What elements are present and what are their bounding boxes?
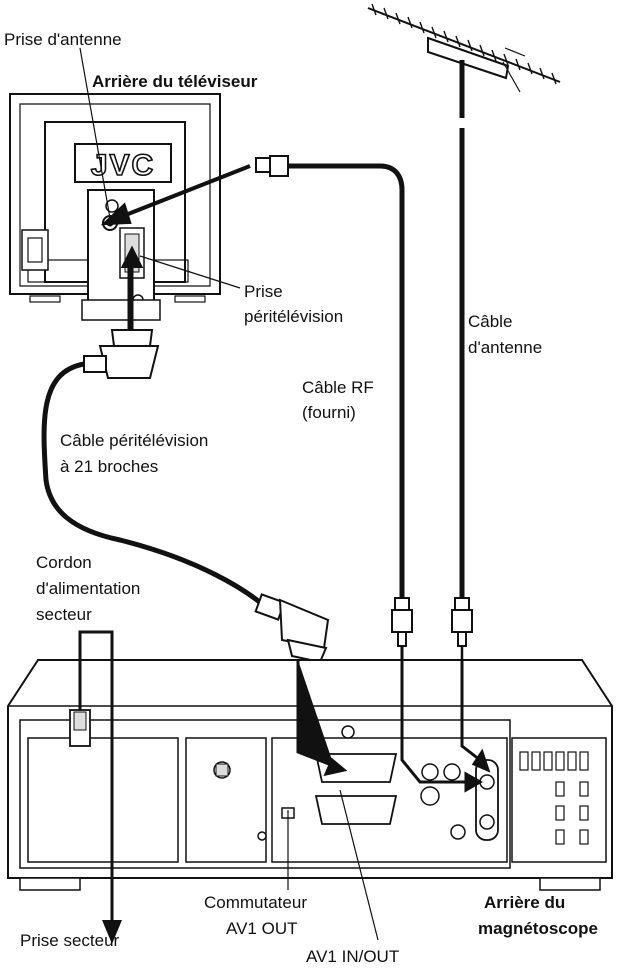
label-rf-cable-2: (fourni) bbox=[302, 403, 356, 422]
scart-cable bbox=[41, 262, 330, 664]
label-power-cord-3: secteur bbox=[36, 605, 92, 624]
label-switch-2: AV1 OUT bbox=[226, 919, 297, 938]
power-cord bbox=[78, 630, 122, 944]
label-av1-inout: AV1 IN/OUT bbox=[306, 947, 399, 966]
label-switch-1: Commutateur bbox=[204, 893, 307, 912]
label-tv-antenna-jack: Prise d'antenne bbox=[4, 30, 122, 49]
label-scart-jack-2: péritélévision bbox=[244, 307, 343, 326]
label-scart-cable-2: à 21 broches bbox=[60, 457, 158, 476]
rf-cable bbox=[255, 155, 413, 647]
antenna-cable bbox=[451, 60, 473, 660]
label-tv-rear: Arrière du téléviseur bbox=[92, 72, 258, 91]
label-mains-socket: Prise secteur bbox=[20, 931, 120, 950]
tv-logo: JVC bbox=[74, 143, 172, 183]
label-vcr-rear-2: magnétoscope bbox=[478, 919, 598, 938]
label-vcr-rear-1: Arrière du bbox=[484, 893, 565, 912]
label-power-cord-1: Cordon bbox=[36, 553, 92, 572]
label-antenna-cable-2: d'antenne bbox=[468, 338, 542, 357]
label-antenna-cable-1: Câble bbox=[468, 312, 512, 331]
vcr-rear bbox=[7, 659, 613, 891]
label-scart-cable-1: Câble péritélévision bbox=[60, 431, 208, 450]
label-power-cord-2: d'alimentation bbox=[36, 579, 140, 598]
connection-arrows-vcr bbox=[296, 646, 491, 793]
tv-rear bbox=[9, 93, 221, 321]
roof-antenna bbox=[367, 3, 561, 93]
label-scart-jack-1: Prise bbox=[244, 282, 283, 301]
connection-arrows-tv bbox=[100, 164, 251, 330]
label-rf-cable-1: Câble RF bbox=[302, 378, 374, 397]
leader-lines bbox=[79, 47, 379, 941]
